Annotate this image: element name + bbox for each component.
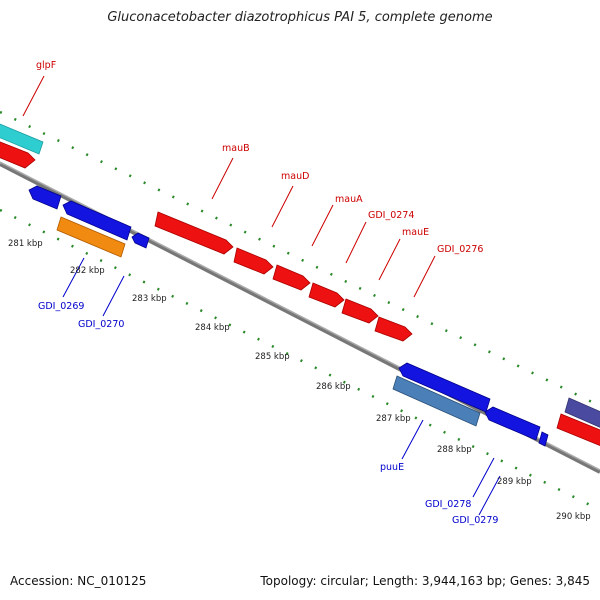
- leader-GDI_0274: [345, 221, 367, 264]
- gene-red-glpF: [0, 141, 36, 169]
- gene-GDI_0279: [538, 431, 549, 447]
- tick-label: 286 kbp: [316, 382, 351, 392]
- gene-GDI_0276: [374, 316, 413, 342]
- label-mauE: mauE: [402, 227, 429, 238]
- gene-GDI_0269: [56, 216, 126, 258]
- leader-mauE: [378, 238, 401, 281]
- forward-genes: [0, 123, 600, 446]
- label-mauB: mauB: [222, 143, 250, 154]
- label-GDI_0278: GDI_0278: [425, 499, 471, 510]
- leader-glpF: [22, 75, 45, 117]
- label-GDI_0269: GDI_0269: [38, 301, 84, 312]
- label-mauD: mauD: [281, 171, 309, 182]
- leader-mauB: [211, 157, 234, 200]
- label-GDI_0274: GDI_0274: [368, 210, 414, 221]
- tick-label: 281 kbp: [8, 239, 43, 249]
- gene-GDI_0274: [308, 282, 345, 308]
- reverse-labels: GDI_0269 GDI_0270 puuE GDI_0278 GDI_0279: [38, 301, 498, 526]
- leader-mauA: [311, 204, 334, 247]
- gene-red-edge: [556, 413, 600, 446]
- reverse-label-leaders: [62, 257, 501, 516]
- gene-blue-286kbp: [398, 362, 491, 413]
- gene-blue-281kbp: [62, 200, 132, 241]
- forward-labels: glpF mauB mauD mauA GDI_0274 mauE GDI_02…: [36, 60, 483, 255]
- tick-label: 284 kbp: [195, 323, 230, 333]
- label-GDI_0279: GDI_0279: [452, 515, 498, 526]
- gene-mauB: [154, 211, 234, 255]
- leader-GDI_0279: [478, 475, 501, 516]
- gene-puuE: [392, 375, 481, 427]
- gene-cyan-glpF: [0, 123, 44, 155]
- leader-puuE: [401, 419, 424, 460]
- tick-label: 290 kbp: [556, 512, 591, 522]
- gene-blue-280kbp: [28, 185, 62, 210]
- leader-GDI_0276: [413, 255, 436, 298]
- leader-mauD: [271, 185, 294, 228]
- forward-label-leaders: [22, 75, 436, 298]
- gene-mauA: [272, 264, 311, 291]
- leader-GDI_0278: [472, 457, 495, 498]
- gene-mauD: [233, 247, 274, 275]
- label-puuE: puuE: [380, 462, 404, 473]
- genome-summary-text: Topology: circular; Length: 3,944,163 bp…: [260, 574, 590, 588]
- gene-blue-small: [131, 232, 150, 249]
- inner-tick-track: [0, 208, 600, 512]
- label-GDI_0270: GDI_0270: [78, 319, 124, 330]
- tick-label: 288 kbp: [437, 445, 472, 455]
- label-GDI_0276: GDI_0276: [437, 244, 483, 255]
- tick-label: 287 kbp: [376, 414, 411, 424]
- gene-mauE: [341, 298, 379, 324]
- leader-GDI_0270: [102, 275, 125, 317]
- tick-label: 285 kbp: [255, 352, 290, 362]
- leader-GDI_0269: [62, 257, 85, 298]
- accession-text: Accession: NC_010125: [10, 574, 147, 588]
- outer-tick-track: [0, 110, 600, 408]
- gene-GDI_0278: [484, 406, 541, 441]
- reverse-genes: [28, 185, 549, 447]
- tick-label: 282 kbp: [70, 266, 105, 276]
- tick-labels: 281 kbp 282 kbp 283 kbp 284 kbp 285 kbp …: [8, 239, 591, 522]
- gene-purple-edge: [564, 397, 600, 428]
- tick-label: 289 kbp: [497, 477, 532, 487]
- tick-label: 283 kbp: [132, 294, 167, 304]
- map-title: Gluconacetobacter diazotrophicus PAI 5, …: [107, 10, 493, 25]
- label-mauA: mauA: [335, 194, 363, 205]
- label-glpF: glpF: [36, 60, 56, 71]
